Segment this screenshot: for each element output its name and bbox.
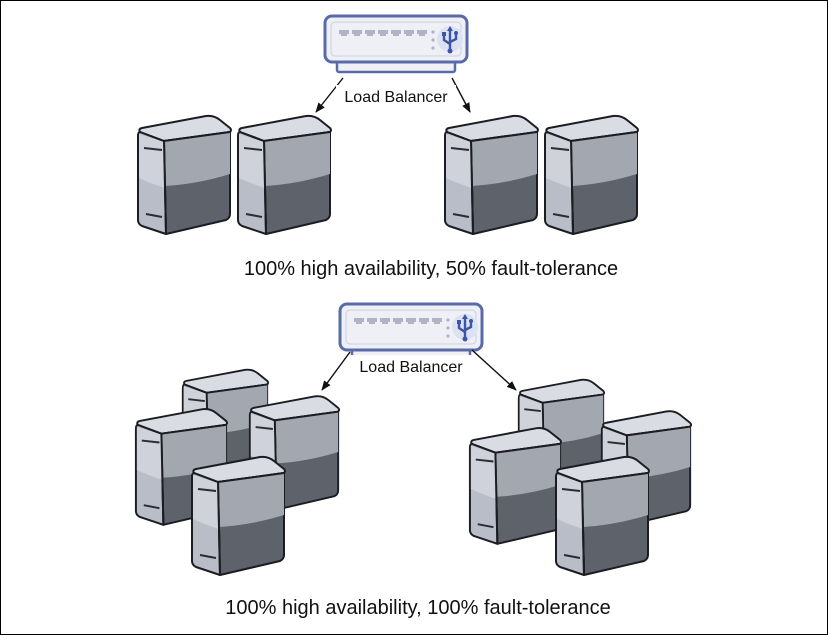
load-balancer-icon	[323, 14, 469, 74]
load-balancer-label: Load Balancer	[359, 359, 463, 376]
server-icon	[554, 455, 651, 577]
server-icon	[468, 427, 563, 545]
scenario-1-caption: 100% high availability, 50% fault-tolera…	[244, 258, 618, 280]
scenario-2-caption: 100% high availability, 100% fault-toler…	[225, 597, 610, 619]
arrow-to-right-group	[471, 349, 517, 391]
server-icon	[237, 114, 332, 235]
scenario-2: Load Balancer 100% high availability, 10…	[134, 302, 693, 619]
load-balancer-label: Load Balancer	[344, 89, 448, 106]
server-group-left	[134, 368, 341, 577]
arrow-to-right-group	[451, 77, 471, 113]
scenario-1: Load Balancer 100% high availability, 50…	[137, 14, 639, 280]
arrow-to-left-group	[315, 77, 344, 113]
server-icon	[544, 114, 639, 235]
server-group-right	[444, 114, 639, 235]
load-balancer-icon	[338, 302, 484, 362]
server-icon	[137, 114, 232, 235]
server-group-right	[468, 378, 693, 577]
server-group-left	[137, 114, 332, 235]
server-icon	[444, 114, 539, 235]
server-icon	[190, 455, 287, 577]
arrow-to-left-group	[321, 351, 351, 391]
